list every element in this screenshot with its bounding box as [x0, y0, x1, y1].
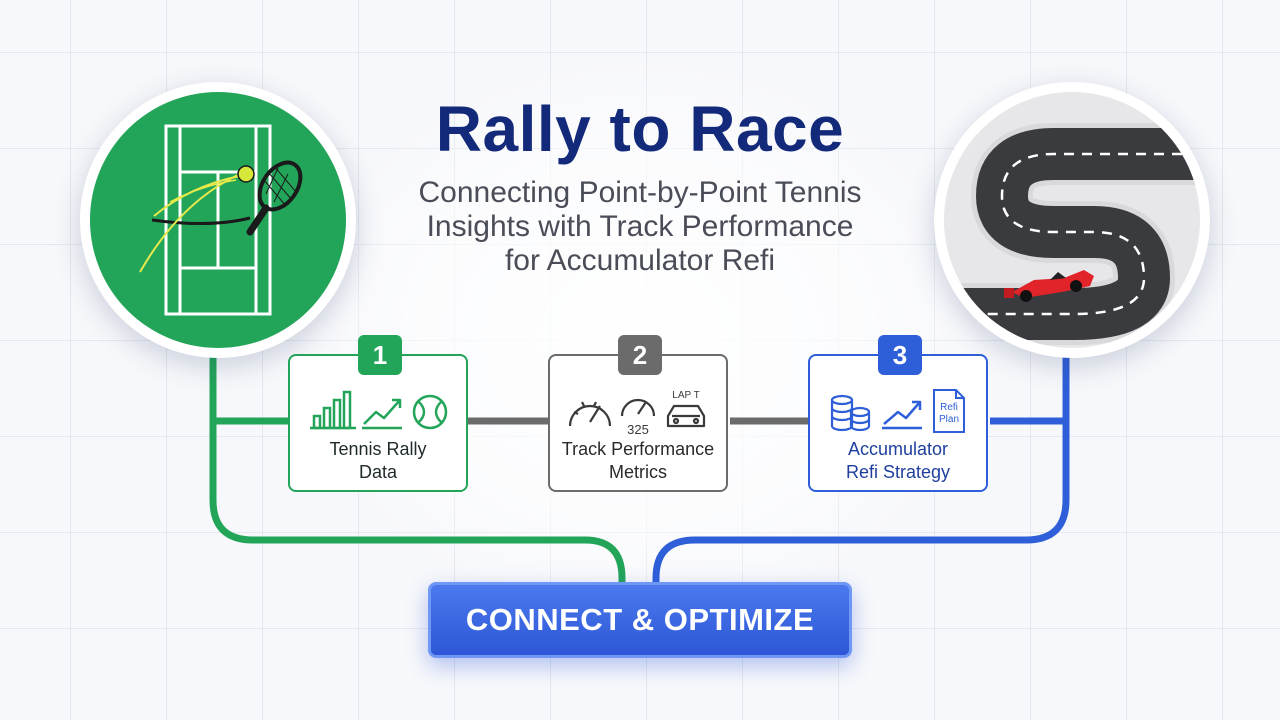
step1-icons [310, 390, 448, 430]
step-label: Track Performance Metrics [554, 438, 722, 484]
step-label: Tennis Rally Data [294, 438, 462, 484]
step-number-badge: 1 [358, 335, 402, 375]
step-label-line: Tennis Rally [329, 439, 427, 459]
step-card-track-performance-metrics: 2 325 LAP T Track Performance Metrics [548, 335, 728, 492]
trend-line-icon [362, 398, 402, 430]
green-connector [209, 348, 626, 582]
page-subtitle: Connecting Point-by-Point Tennis Insight… [330, 176, 950, 278]
lap-label: LAP T [672, 390, 699, 401]
step-label-line: Track Performance [561, 439, 715, 459]
document-text-line: Plan [939, 414, 959, 425]
connect-optimize-button[interactable]: CONNECT & OPTIMIZE [428, 582, 852, 658]
trend-line-icon [882, 400, 922, 430]
subtitle-line: for Accumulator Refi [504, 244, 776, 277]
speed-readout: 325 [627, 422, 649, 436]
step-card-tennis-rally-data: 1 Tennis Rally Data [288, 335, 468, 492]
page-title: Rally to Race [435, 93, 845, 165]
document-text-line: Refi [940, 402, 958, 413]
speedometer-icon [620, 398, 656, 417]
step2-icons: 325 LAP T [568, 390, 706, 436]
tennis-ball-icon [412, 394, 448, 430]
race-track-image [934, 82, 1210, 358]
step-number-badge: 3 [878, 335, 922, 375]
step-number-badge: 2 [618, 335, 662, 375]
racket-icon [246, 160, 303, 236]
tennis-court-image [80, 82, 356, 358]
race-car-icon [1004, 270, 1094, 302]
blue-connector [652, 348, 1070, 582]
race-car-icon [666, 404, 706, 428]
tennis-court-icon [90, 92, 346, 348]
race-track-icon [944, 92, 1200, 348]
step-label-line: Accumulator [847, 439, 949, 459]
step-card-accumulator-refi-strategy: 3 Refi Plan Accumulator Refi Strategy [808, 335, 988, 492]
subtitle-line: Connecting Point-by-Point Tennis [418, 176, 862, 209]
step-label-line: Refi Strategy [845, 462, 951, 482]
step-label-line: Data [358, 462, 398, 482]
bar-chart-icon [310, 390, 356, 430]
step3-icons: Refi Plan [830, 389, 965, 433]
coin-stack-icon [830, 394, 871, 432]
document-icon [933, 389, 965, 433]
speedometer-icon [568, 401, 612, 427]
step-label-line: Metrics [609, 462, 667, 482]
subtitle-line: Insights with Track Performance [426, 210, 854, 243]
tennis-ball-icon [237, 165, 255, 183]
step-label: Accumulator Refi Strategy [814, 438, 982, 484]
